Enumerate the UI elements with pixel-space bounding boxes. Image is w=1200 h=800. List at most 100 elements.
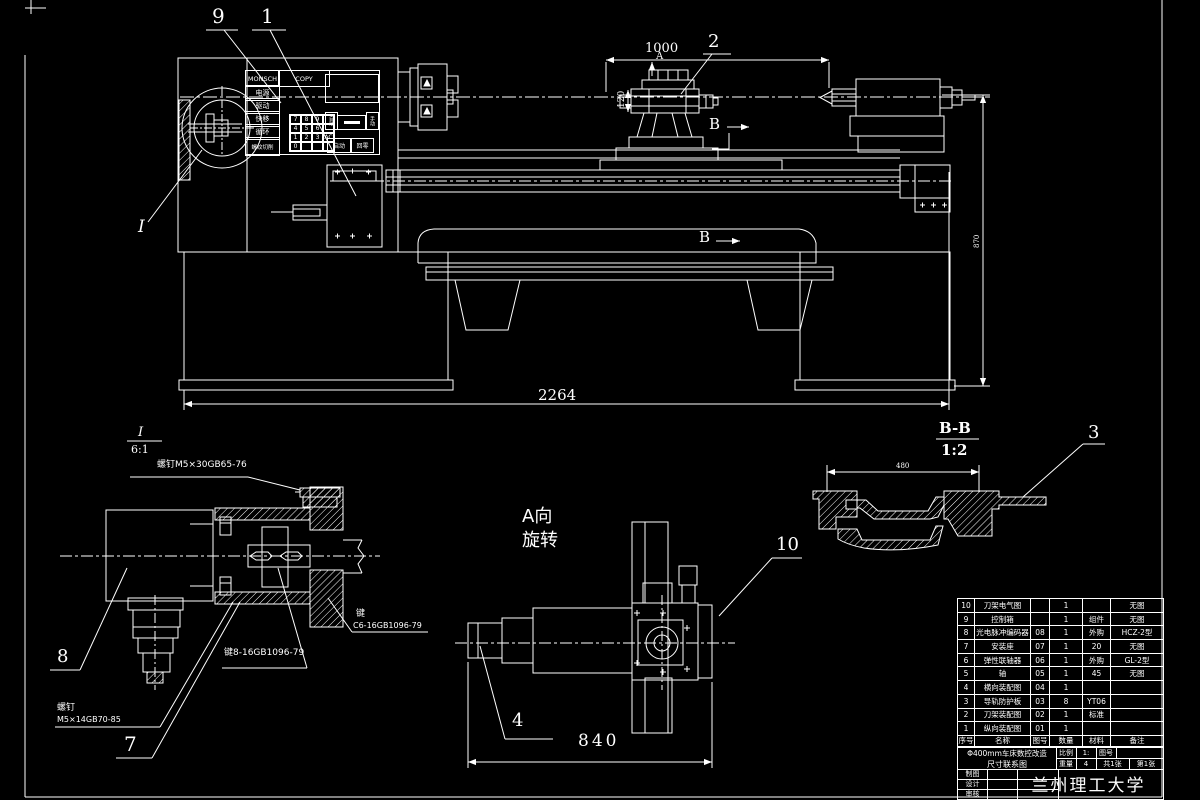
lead-screw: [330, 164, 952, 213]
annotation-screw-bot-2: M5×14GB70-85: [57, 715, 121, 724]
bom-remark: 无图: [1111, 640, 1163, 654]
keypad-key[interactable]: 5: [301, 124, 312, 133]
bom-code: [1031, 599, 1050, 613]
panel-button-start[interactable]: 启动: [327, 138, 351, 153]
bom-no: 9: [958, 612, 975, 627]
keypad-key[interactable]: 0: [290, 142, 301, 151]
a-view-marker: A: [656, 51, 664, 62]
bom-name: 控制箱: [975, 612, 1031, 627]
annotation-key-right-2: C6-16GB1096-79: [353, 621, 422, 630]
bom-remark: [1111, 695, 1163, 709]
panel-button-zero[interactable]: 回零: [351, 138, 374, 153]
headstock-wall-hatch: [178, 99, 191, 181]
bom-qty: 1: [1050, 667, 1083, 682]
keypad-key[interactable]: [312, 142, 323, 151]
row-draw-label: 制图: [958, 769, 988, 780]
callout-1: 1: [261, 4, 274, 28]
bom-qty: 1: [1050, 653, 1083, 668]
bom-name: 刀架电气图: [975, 599, 1031, 613]
keypad-key[interactable]: 8: [301, 115, 312, 124]
bom-header-material: 材料: [1083, 735, 1111, 747]
keypad-key[interactable]: [323, 115, 334, 124]
dim-120: 120: [617, 90, 627, 108]
keypad-key[interactable]: [323, 124, 334, 133]
bom-code: [1031, 612, 1050, 627]
row-design-date: [1017, 779, 1059, 790]
tailstock: [818, 78, 981, 153]
annotation-screw-top: 螺钉M5×30GB65-76: [157, 460, 247, 470]
panel-manual-label: 手动: [366, 112, 379, 130]
bom-no: 2: [958, 708, 975, 723]
bom-name: 纵向装配图: [975, 722, 1031, 736]
keypad-key[interactable]: [323, 142, 334, 151]
bom-no: 6: [958, 653, 975, 668]
callout-3: 3: [1088, 422, 1100, 443]
callout-7: 7: [124, 732, 137, 756]
bom-qty: 1: [1050, 612, 1083, 627]
keypad-key[interactable]: 2: [301, 133, 312, 142]
panel-row-thread[interactable]: 螺纹切削: [245, 137, 280, 156]
bom-header-no: 序号: [958, 735, 975, 747]
drawno-label: 图号: [1096, 748, 1117, 759]
panel-slot[interactable]: [337, 115, 366, 130]
bom-no: 5: [958, 667, 975, 682]
chip-tray: [417, 228, 834, 331]
drawno-value: [1116, 748, 1164, 759]
row-draw-date: [1017, 769, 1059, 780]
dimensions-main: [183, 56, 990, 410]
bom-row: 2 刀架装配图 02 1 标准: [958, 708, 1163, 723]
keypad-key[interactable]: 3: [312, 133, 323, 142]
bom-name: 光电脉冲编码器: [975, 626, 1031, 641]
keypad-key[interactable]: [301, 142, 312, 151]
panel-row-power[interactable]: 电源: [245, 85, 280, 101]
keypad-key[interactable]: AC: [323, 133, 334, 142]
section-bb-scale: 1:2: [941, 441, 968, 459]
bom-remark: [1111, 681, 1163, 695]
callout-9: 9: [212, 4, 225, 28]
keypad-key[interactable]: 1: [290, 133, 301, 142]
bom-name: 导轨防护板: [975, 694, 1031, 709]
pedestals: [178, 251, 956, 391]
panel-row-cycle[interactable]: 循环: [245, 124, 280, 140]
bom-no: 3: [958, 694, 975, 709]
callout-4: 4: [512, 710, 524, 731]
bom-no: 8: [958, 626, 975, 641]
school-name: 兰州理工大学: [1031, 775, 1146, 796]
bom-no: 10: [958, 599, 975, 613]
bom-material: [1083, 599, 1111, 613]
panel-brand-left: MONSCH: [245, 70, 280, 87]
scale-label: 比例: [1056, 748, 1077, 759]
bom-material: [1083, 722, 1111, 736]
panel-row-drive[interactable]: 驱动: [245, 98, 280, 114]
weight-label: 重量: [1056, 758, 1077, 770]
keypad-key[interactable]: 6: [312, 124, 323, 133]
bom-remark: [1111, 722, 1163, 736]
a-view-title-2: 旋转: [522, 530, 558, 551]
panel-row-rapid[interactable]: 快移: [245, 111, 280, 127]
keypad-key[interactable]: 9: [312, 115, 323, 124]
row-draw-value: [987, 769, 1018, 780]
callout-8: 8: [57, 646, 69, 667]
bom-qty: 1: [1050, 599, 1083, 613]
row-design-value: [987, 779, 1018, 790]
title-block: Φ400mm车床数控改造 尺寸联系图 比例 1: 图号 重量 4 共1张 第1张…: [957, 747, 1164, 800]
bom-material: 20: [1083, 640, 1111, 654]
row-check-label: 审核: [958, 789, 988, 800]
dim-480: 480: [896, 462, 910, 470]
apron-box: [271, 164, 383, 248]
a-view-title-1: A向: [522, 506, 553, 527]
dim-840: 840: [578, 731, 620, 751]
keypad-key[interactable]: 7: [290, 115, 301, 124]
bom-row: 6 弹性联轴器 06 1 外购 GL-2型: [958, 653, 1163, 668]
bom-name: 安装座: [975, 640, 1031, 654]
keypad-key[interactable]: 4: [290, 124, 301, 133]
bom-name: 横向装配图: [975, 681, 1031, 695]
sheet-number: 第1张: [1129, 758, 1164, 770]
bom-remark: 无图: [1111, 599, 1163, 613]
row-check-value: [987, 789, 1018, 800]
dim-1000: 1000: [645, 41, 679, 56]
